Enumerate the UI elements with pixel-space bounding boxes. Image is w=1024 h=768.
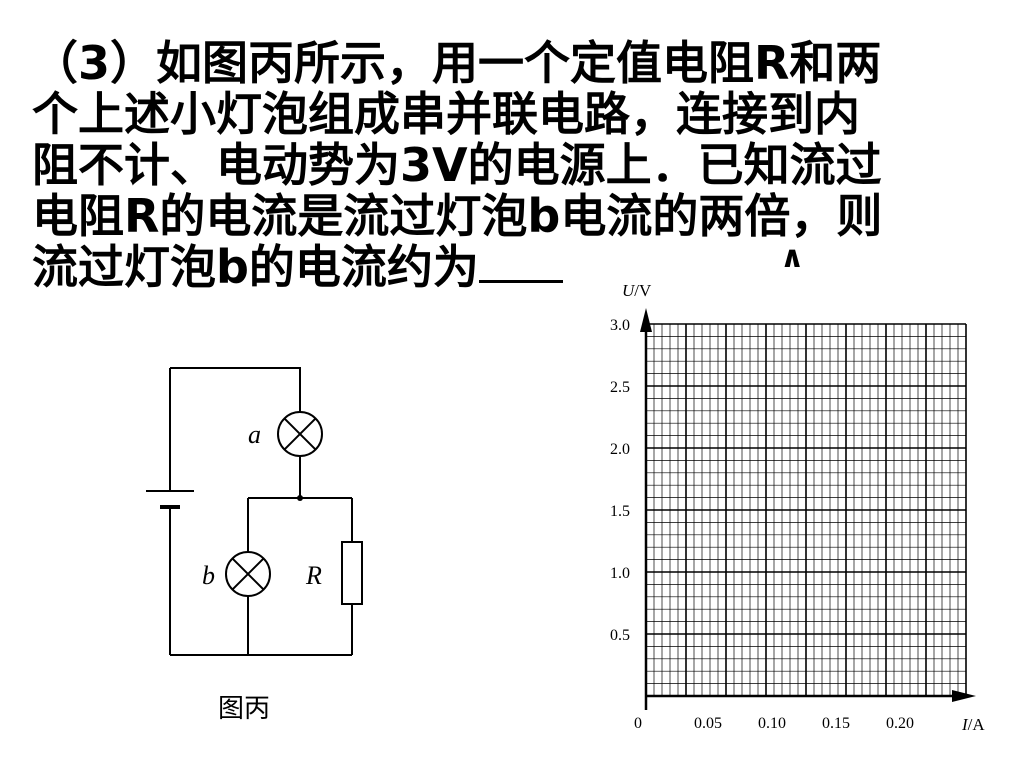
y-tick-labels: 0.5 1.0 1.5 2.0 2.5 3.0 — [610, 317, 630, 644]
x-tick-label: 0.10 — [758, 715, 786, 732]
origin-label: 0 — [634, 715, 642, 732]
x-tick-labels: 0.05 0.10 0.15 0.20 — [694, 715, 914, 732]
x-tick-label: 0.05 — [694, 715, 722, 732]
y-axis-label: U/V — [622, 281, 652, 300]
wire-top — [170, 367, 301, 412]
y-tick-label: 3.0 — [610, 317, 630, 334]
question-line-4: 电阻R的电流是流过灯泡b电流的两倍，则 — [32, 189, 883, 243]
x-tick-label: 0.20 — [886, 715, 914, 732]
question-line-1: （3）如图丙所示，用一个定值电阻R和两 — [32, 36, 882, 90]
y-tick-label: 2.0 — [610, 441, 630, 458]
x-axis-label: I/A — [961, 715, 985, 734]
y-axis-arrow — [640, 308, 652, 332]
answer-blank[interactable] — [478, 246, 563, 283]
figure-caption: 图丙 — [218, 694, 271, 724]
x-tick-label: 0.15 — [822, 715, 850, 732]
caret-mark: ∧ — [780, 240, 805, 275]
question-line-3: 阻不计、电动势为3V的电源上．已知流过 — [32, 138, 882, 192]
y-tick-label: 2.5 — [610, 379, 630, 396]
grid-paper — [645, 323, 967, 697]
question-line-5-text: 流过灯泡b的电流约为 — [32, 240, 479, 294]
y-tick-label: 0.5 — [610, 627, 630, 644]
resistor-symbol — [341, 541, 363, 605]
y-tick-label: 1.5 — [610, 503, 630, 520]
lamp-a-label: a — [248, 420, 261, 449]
resistor-label: R — [305, 561, 322, 590]
u-i-graph: U/V I/A 0 0.5 1.0 1.5 2.0 2.5 3.0 0.05 0.10 0.1… — [610, 281, 985, 734]
y-tick-label: 1.0 — [610, 565, 630, 582]
x-axis-arrow — [952, 690, 976, 702]
circuit-diagram: a b R — [146, 367, 363, 656]
question-text: （3）如图丙所示，用一个定值电阻R和两 个上述小灯泡组成串并联电路，连接到内 阻… — [32, 38, 992, 293]
question-line-2: 个上述小灯泡组成串并联电路，连接到内 — [32, 87, 860, 141]
question-line-5: 流过灯泡b的电流约为 — [32, 242, 992, 293]
lamp-b-label: b — [202, 561, 215, 590]
